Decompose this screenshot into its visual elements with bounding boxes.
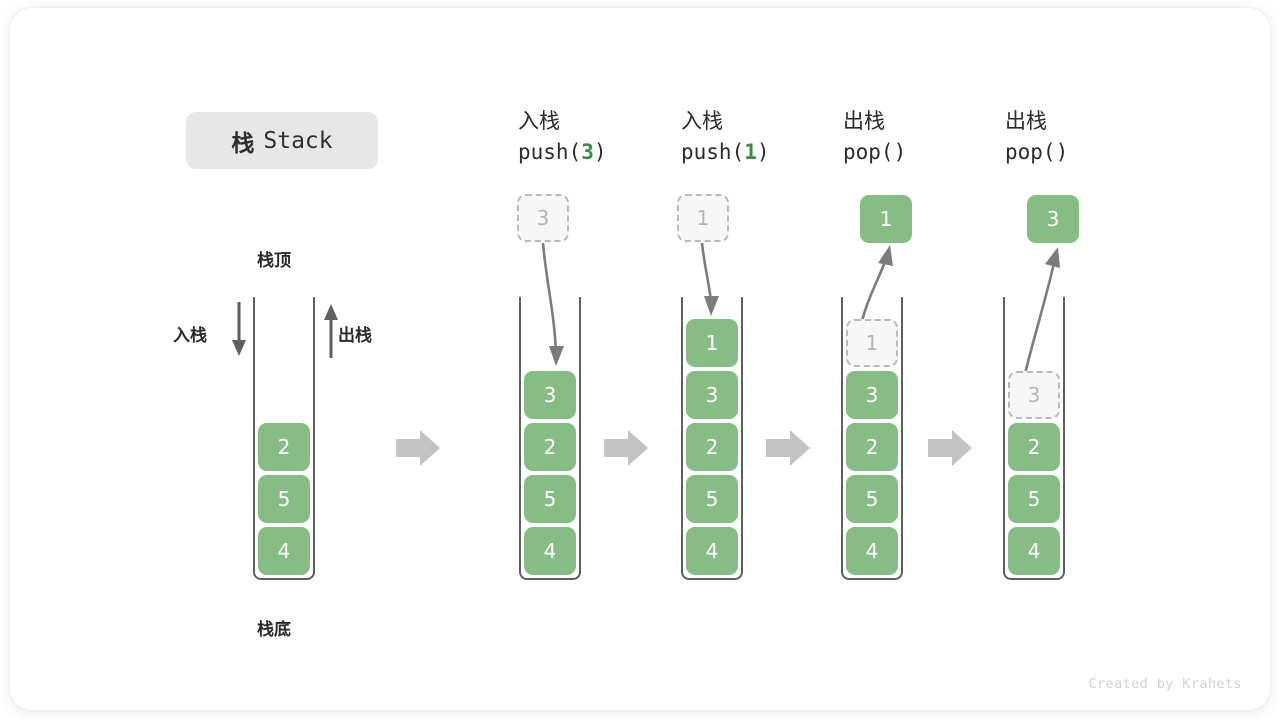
- pop-label: 出栈: [338, 326, 372, 346]
- figure-credit: Created by Krahets: [1088, 676, 1242, 692]
- stack-wall-left: [519, 297, 521, 562]
- popped-value-4: 3: [1027, 195, 1079, 243]
- step-heading-4: 出栈 pop(): [1005, 106, 1068, 168]
- code-prefix: push(: [518, 140, 582, 164]
- step-heading-2: 入栈 push(1): [681, 106, 770, 168]
- stack-bottom-curve: [681, 558, 743, 580]
- code-suffix: ): [1055, 140, 1069, 164]
- code-suffix: ): [593, 140, 607, 164]
- stack-cell: 4: [846, 527, 898, 575]
- stack-cell: 5: [524, 475, 576, 523]
- push-label: 入栈: [173, 326, 207, 346]
- stack-wall-left: [1003, 297, 1005, 562]
- flow-arrow-icon: [604, 430, 648, 466]
- stack-cell: 2: [524, 423, 576, 471]
- stack-bottom-curve: [841, 558, 903, 580]
- figure-title-en: Stack: [263, 127, 333, 154]
- step-op-cn-1: 入栈: [518, 109, 560, 133]
- stack-wall-right: [313, 297, 315, 562]
- code-prefix: pop(: [843, 140, 894, 164]
- stack-top-label: 栈顶: [257, 251, 291, 271]
- push-motion-arrow-2: [700, 242, 719, 316]
- stack-cell: 3: [686, 371, 738, 419]
- code-suffix: ): [756, 140, 770, 164]
- popped-value-3: 1: [860, 195, 912, 243]
- stack-cell-removed: 1: [846, 319, 898, 367]
- stack-container-step-4: [1003, 297, 1065, 580]
- step-op-code-3: pop(): [843, 136, 906, 168]
- step-heading-3: 出栈 pop(): [843, 106, 906, 168]
- stack-cell: 4: [686, 527, 738, 575]
- stack-cell: 4: [258, 527, 310, 575]
- figure-title-chip: 栈 Stack: [186, 112, 378, 169]
- code-arg: 3: [581, 140, 594, 164]
- step-op-cn-2: 入栈: [681, 109, 723, 133]
- stack-cell: 5: [1008, 475, 1060, 523]
- stack-bottom-curve: [253, 558, 315, 580]
- flow-arrow-icon: [766, 430, 810, 466]
- stack-wall-right: [901, 297, 903, 562]
- stack-wall-left: [253, 297, 255, 562]
- flow-arrow-icon: [396, 430, 440, 466]
- stack-wall-right: [1063, 297, 1065, 562]
- stack-container-step-3: [841, 297, 903, 580]
- stack-bottom-label: 栈底: [257, 620, 291, 640]
- incoming-value-1: 3: [517, 194, 569, 242]
- pop-direction-arrow: [324, 304, 338, 358]
- push-direction-arrow: [232, 302, 246, 356]
- stack-cell: 2: [258, 423, 310, 471]
- stack-cell: 2: [686, 423, 738, 471]
- stack-cell: 4: [524, 527, 576, 575]
- flow-arrow-icon: [928, 430, 972, 466]
- stack-cell: 3: [846, 371, 898, 419]
- stack-cell: 5: [686, 475, 738, 523]
- step-op-cn-4: 出栈: [1005, 109, 1047, 133]
- stack-cell: 2: [846, 423, 898, 471]
- push-motion-arrow-1: [541, 242, 564, 366]
- step-op-code-1: push(3): [518, 136, 607, 168]
- stack-cell: 2: [1008, 423, 1060, 471]
- stack-cell: 5: [258, 475, 310, 523]
- stack-container-step-2: [681, 297, 743, 580]
- stack-cell: 3: [524, 371, 576, 419]
- stack-container-initial: [253, 297, 315, 580]
- stack-cell: 4: [1008, 527, 1060, 575]
- code-arg: 1: [744, 140, 757, 164]
- stack-wall-left: [681, 297, 683, 562]
- step-op-cn-3: 出栈: [843, 109, 885, 133]
- stack-wall-left: [841, 297, 843, 562]
- stack-wall-right: [579, 297, 581, 562]
- stack-cell: 1: [686, 319, 738, 367]
- stack-cell-removed: 3: [1008, 371, 1060, 419]
- stack-bottom-curve: [1003, 558, 1065, 580]
- stack-bottom-curve: [519, 558, 581, 580]
- stack-wall-right: [741, 297, 743, 562]
- incoming-value-2: 1: [677, 194, 729, 242]
- code-suffix: ): [893, 140, 907, 164]
- step-heading-1: 入栈 push(3): [518, 106, 607, 168]
- stack-cell: 5: [846, 475, 898, 523]
- code-prefix: pop(: [1005, 140, 1056, 164]
- stack-container-step-1: [519, 297, 581, 580]
- step-op-code-4: pop(): [1005, 136, 1068, 168]
- step-op-code-2: push(1): [681, 136, 770, 168]
- code-prefix: push(: [681, 140, 745, 164]
- figure-title-cn: 栈: [231, 130, 255, 157]
